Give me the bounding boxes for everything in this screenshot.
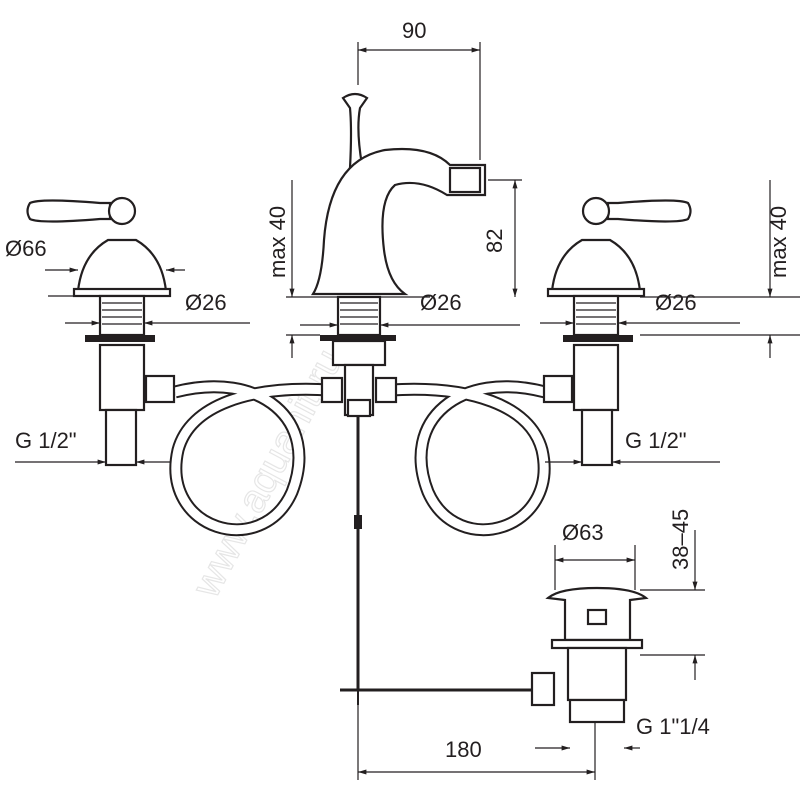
dim-drain-thread: G 1"1/4 (636, 714, 710, 739)
dim-hole-left: Ø26 (185, 290, 227, 315)
pop-up-rod (340, 416, 556, 707)
dim-drain-diameter: Ø63 (562, 520, 604, 545)
dim-spout-height: 82 (482, 229, 507, 253)
left-valve (26, 196, 176, 467)
dim-drain-range: 38–45 (668, 509, 693, 570)
dim-valve-diameter: Ø66 (5, 236, 47, 261)
right-valve (542, 196, 692, 467)
dim-thread-right: G 1/2" (625, 428, 687, 453)
hoses (169, 380, 551, 537)
dim-hole-right: Ø26 (655, 290, 697, 315)
dim-thread-left: G 1/2" (15, 428, 77, 453)
dim-spout-reach: 90 (402, 18, 426, 43)
spout-body (310, 92, 487, 418)
drain-waste (545, 586, 649, 724)
dimension-lines (15, 42, 800, 780)
dim-max-height-center: max 40 (265, 206, 290, 278)
dim-rod-length: 180 (445, 737, 482, 762)
dim-max-height-right: max 40 (766, 206, 791, 278)
dim-hole-center: Ø26 (420, 290, 462, 315)
